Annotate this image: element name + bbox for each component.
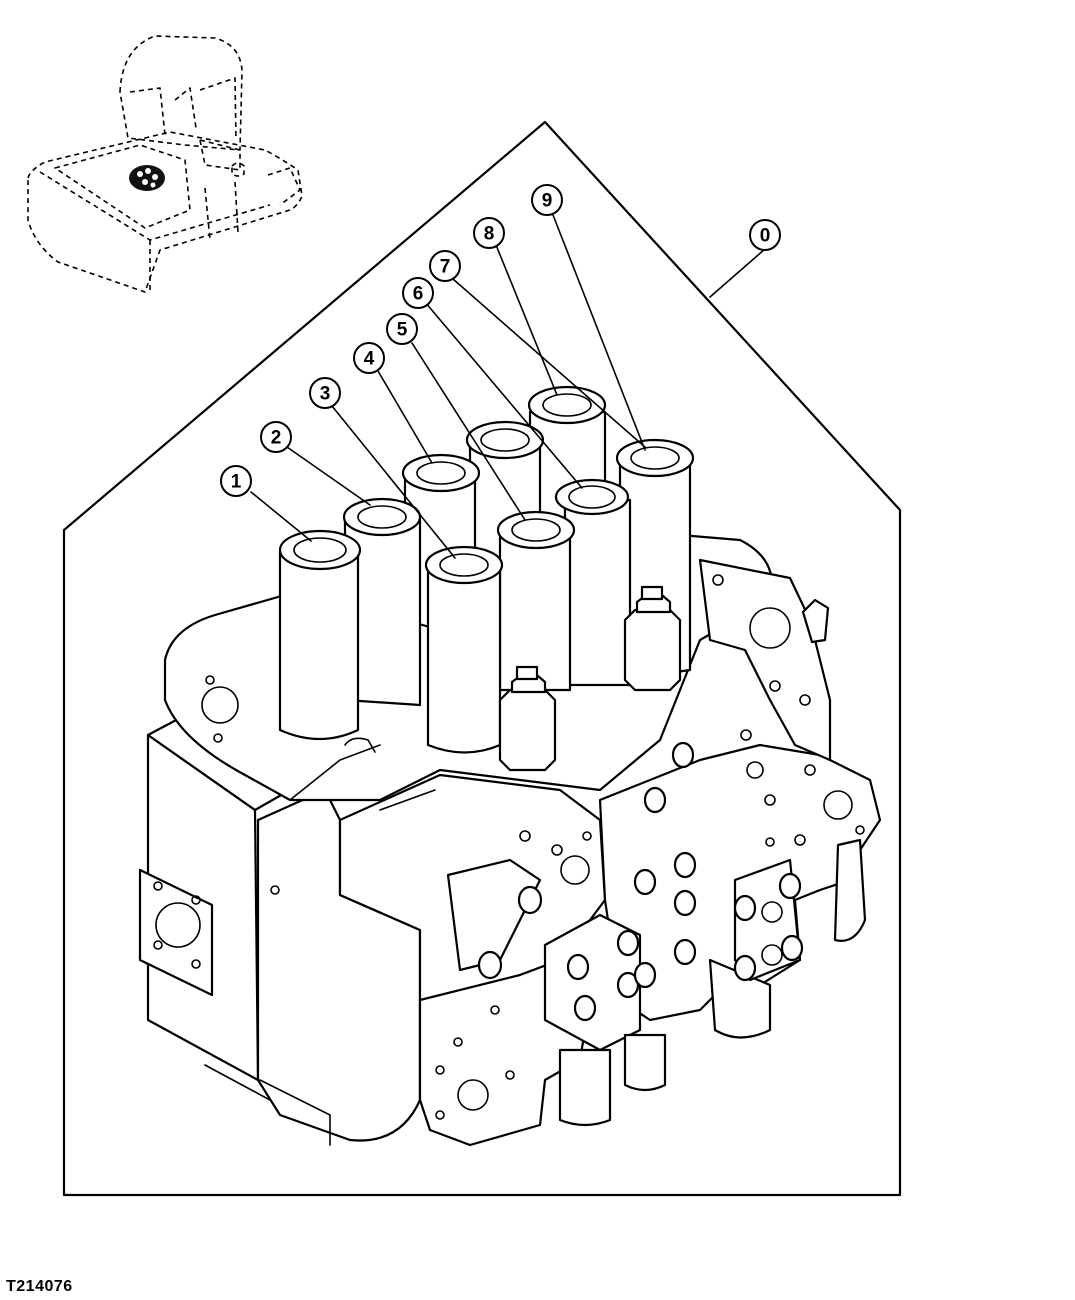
spool-caps (278, 385, 695, 754)
callout-6: 6 (402, 277, 434, 309)
callout-4: 4 (353, 342, 385, 374)
svg-text:5: 5 (397, 320, 408, 341)
callout-3: 3 (309, 377, 341, 409)
callout-7: 7 (429, 250, 461, 282)
svg-text:4: 4 (364, 349, 375, 370)
callout-9: 9 (531, 184, 563, 216)
svg-text:2: 2 (271, 428, 282, 449)
svg-text:6: 6 (413, 284, 424, 305)
svg-text:8: 8 (484, 224, 495, 245)
callout-1: 1 (220, 465, 252, 497)
svg-text:0: 0 (760, 226, 771, 247)
callout-0: 0 (749, 219, 781, 251)
valve-highlight-icon (129, 165, 165, 191)
assembly-boundary (62, 120, 902, 1197)
figure-id-label: T214076 (6, 1278, 73, 1295)
svg-text:1: 1 (231, 472, 242, 493)
excavator-locator-icon (27, 35, 303, 293)
svg-text:3: 3 (320, 384, 331, 405)
callout-2: 2 (260, 421, 292, 453)
port-blocks (446, 741, 804, 1127)
callout-5: 5 (386, 313, 418, 345)
callout-8: 8 (473, 217, 505, 249)
svg-text:7: 7 (440, 257, 451, 278)
leader-lines (250, 214, 766, 559)
svg-text:9: 9 (542, 191, 553, 212)
relief-valves (498, 585, 682, 772)
